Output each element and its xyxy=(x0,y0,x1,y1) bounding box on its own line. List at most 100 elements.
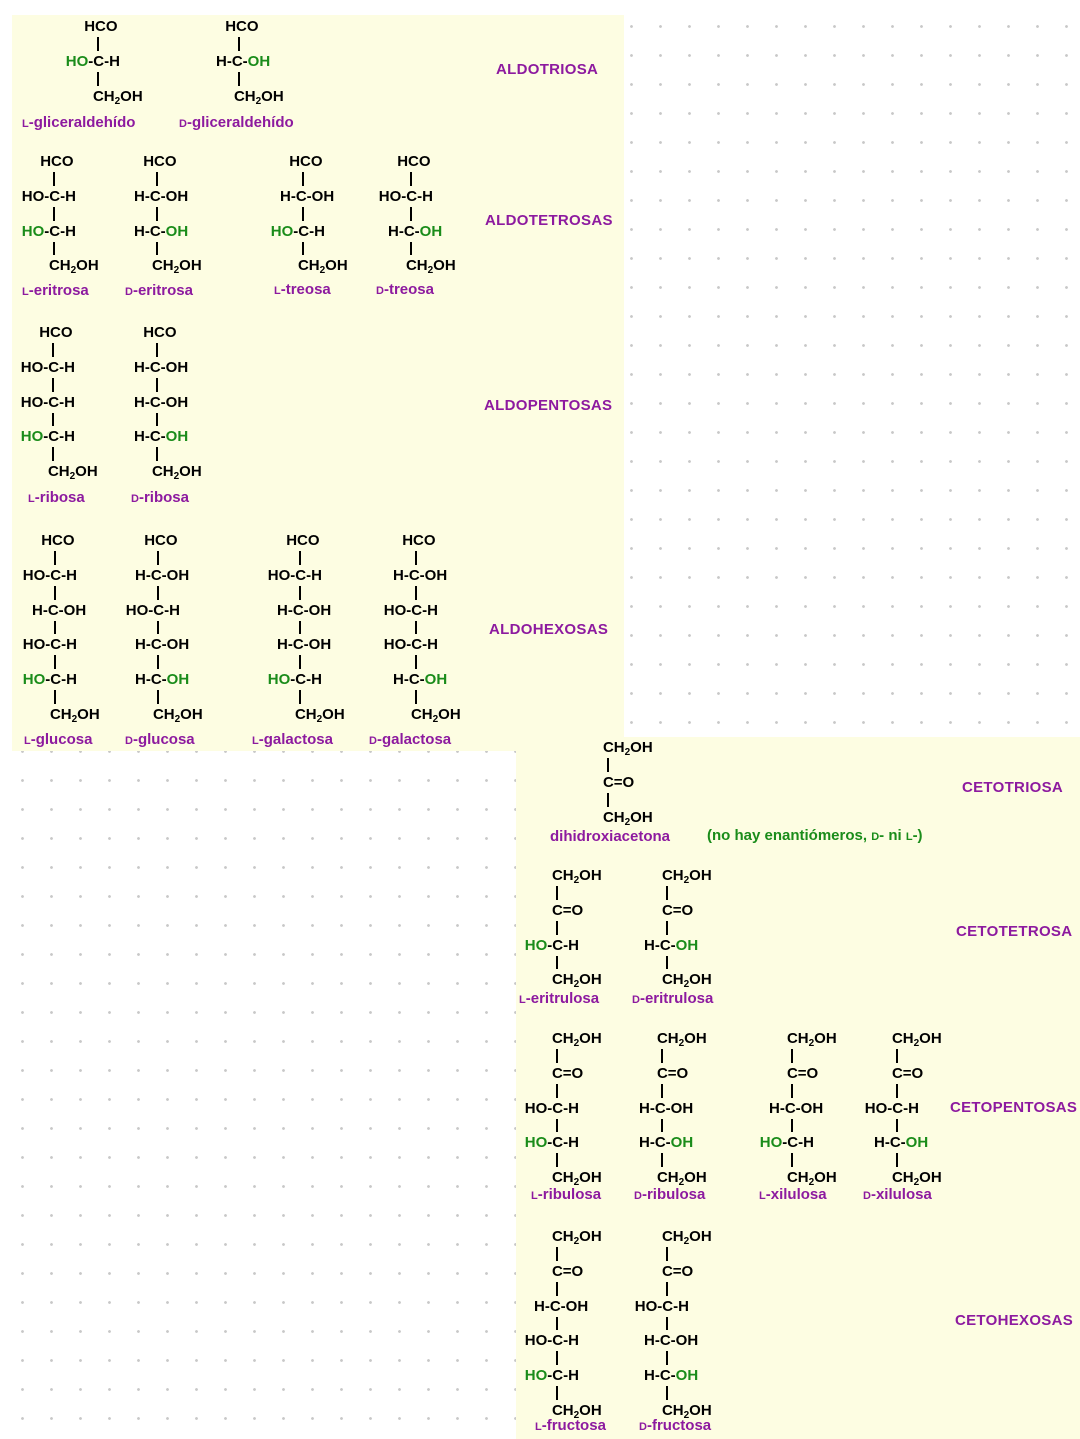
category-aldotetrosas: ALDOTETROSAS xyxy=(485,212,613,229)
chain-top: HCO xyxy=(40,153,74,170)
chain-row: H-C-OH xyxy=(280,187,335,205)
config-prefix: L xyxy=(535,1421,542,1433)
bond-line xyxy=(415,585,417,600)
chain-top: HCO xyxy=(225,18,259,35)
bond-line xyxy=(896,1153,898,1168)
bond-line xyxy=(410,241,412,256)
bond-line xyxy=(607,758,609,772)
molecule-name: L-eritrulosa xyxy=(519,990,599,1007)
chain-top: CH2OH xyxy=(602,739,653,758)
note-text-start: (no hay enantiómeros, xyxy=(707,827,872,844)
chain-row: HO-C-H xyxy=(20,428,75,446)
chain-row: H-C-OH xyxy=(769,1099,824,1117)
bond-line xyxy=(896,1049,898,1063)
chain-row: H-C-OH xyxy=(134,393,189,411)
bond-line xyxy=(238,37,240,51)
bond-line xyxy=(52,343,54,357)
bond-line xyxy=(53,206,55,221)
ketoses-panel xyxy=(516,737,1080,1439)
bond-line xyxy=(410,206,412,221)
bond-line xyxy=(556,1281,558,1296)
note-text-end: -) xyxy=(912,827,923,844)
chain-row: HO-C-H xyxy=(524,1367,579,1385)
bond-line xyxy=(556,955,558,970)
chain-top: HCO xyxy=(41,532,75,549)
bond-line xyxy=(156,343,158,357)
bond-line xyxy=(54,620,56,635)
molecule-name: L-eritrosa xyxy=(22,282,89,299)
molecule-name-text: -glucosa xyxy=(132,731,195,748)
chain-row: C=O xyxy=(656,1064,689,1082)
molecule-name-text: -eritrosa xyxy=(28,282,89,299)
molecule-name: dihidroxiacetona xyxy=(550,828,670,845)
note-text-middle: - ni xyxy=(879,827,906,844)
molecule-name: D-galactosa xyxy=(369,731,451,748)
chain-row: HO-C-H xyxy=(634,1297,689,1315)
chain-row: HO-C-H xyxy=(21,222,76,240)
molecule-name-text: -eritrulosa xyxy=(639,990,714,1007)
chain-bottom: CH2OH xyxy=(151,463,202,483)
chain-row: HO-C-H xyxy=(383,601,438,619)
bond-line xyxy=(157,690,159,704)
bond-line xyxy=(666,1351,668,1366)
chain-row: HO-C-H xyxy=(524,936,579,954)
config-prefix: L xyxy=(24,735,31,747)
config-prefix: L xyxy=(519,994,526,1006)
config-prefix: D xyxy=(376,285,384,297)
chain-row: H-C-OH xyxy=(644,936,699,954)
bond-line xyxy=(791,1118,793,1133)
chain-row: H-C-OH xyxy=(135,566,190,584)
config-prefix: L xyxy=(252,735,259,747)
bond-line xyxy=(896,1118,898,1133)
bond-line xyxy=(299,620,301,635)
molecule-name: D-treosa xyxy=(376,281,434,298)
bond-line xyxy=(53,172,55,186)
category-cetotriosa: CETOTRIOSA xyxy=(962,779,1064,796)
chain-row: HO-C-H xyxy=(524,1099,579,1117)
bond-line xyxy=(666,1247,668,1261)
config-prefix: L xyxy=(759,1190,766,1202)
bond-line xyxy=(52,377,54,392)
molecule-name-text: -ribosa xyxy=(138,489,189,506)
molecule-name-text: -fructosa xyxy=(646,1417,712,1434)
molecule-name-text: -ribulosa xyxy=(537,1186,602,1203)
bond-line xyxy=(157,551,159,565)
bond-line xyxy=(54,585,56,600)
config-prefix: D xyxy=(634,1190,642,1202)
molecule-name-text: -ribulosa xyxy=(641,1186,706,1203)
bond-line xyxy=(556,920,558,935)
chain-row: HO-C-H xyxy=(65,52,120,70)
bond-line xyxy=(299,655,301,670)
bond-line xyxy=(54,690,56,704)
chain-bottom: CH2OH xyxy=(233,87,284,107)
note-d-prefix: D xyxy=(871,831,880,843)
chain-top: HCO xyxy=(143,153,177,170)
chain-row: HO-C-H xyxy=(125,601,180,619)
chain-row: HO-C-H xyxy=(22,636,77,654)
bond-line xyxy=(410,172,412,186)
bond-line xyxy=(52,412,54,427)
bond-line xyxy=(661,1049,663,1063)
config-prefix: D xyxy=(125,735,133,747)
bond-line xyxy=(666,1281,668,1296)
chain-row: H-C-OH xyxy=(388,222,443,240)
chain-bottom: CH2OH xyxy=(551,1169,602,1189)
config-prefix: D xyxy=(179,118,187,130)
molecule-name: D-eritrosa xyxy=(125,282,193,299)
chain-row: C=O xyxy=(891,1064,924,1082)
chain-top: HCO xyxy=(402,532,436,549)
chain-bottom: CH2OH xyxy=(405,257,456,277)
chain-row: H-C-OH xyxy=(134,187,189,205)
bond-line xyxy=(556,1316,558,1331)
molecule-name: L-ribulosa xyxy=(531,1186,601,1203)
bond-line xyxy=(556,1049,558,1063)
chain-bottom: CH2OH xyxy=(151,257,202,277)
chain-bottom: CH2OH xyxy=(47,463,98,483)
chain-row: C=O xyxy=(551,901,584,919)
molecule-name: L-gliceraldehído xyxy=(22,114,135,131)
bond-line xyxy=(666,920,668,935)
bond-line xyxy=(661,1118,663,1133)
bond-line xyxy=(302,241,304,256)
molecule-name-text: -gliceraldehído xyxy=(28,114,136,131)
bond-line xyxy=(156,241,158,256)
